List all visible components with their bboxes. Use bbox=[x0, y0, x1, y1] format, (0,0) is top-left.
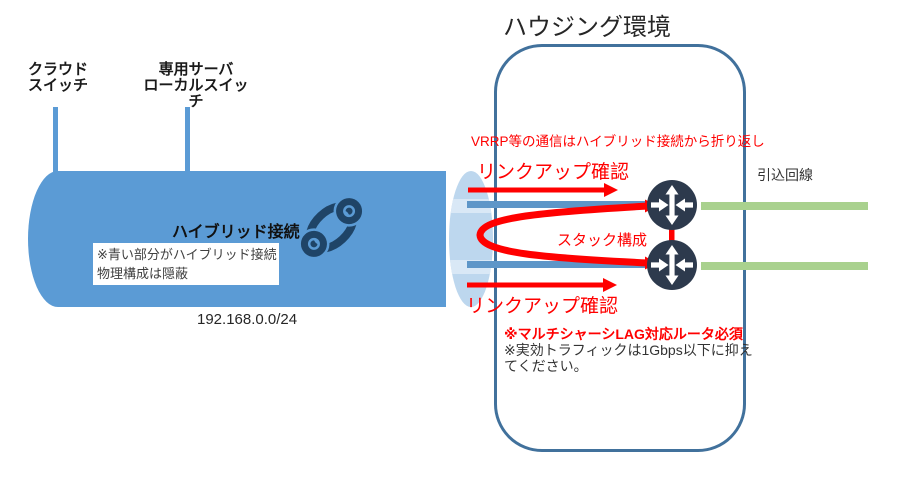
linkup-label-bottom: リンクアップ確認 bbox=[466, 296, 619, 317]
hybrid-connection-note-line2: 物理構成は隠蔽 bbox=[97, 266, 189, 281]
cloud-switch-label: クラウド スイッチ bbox=[28, 62, 88, 94]
hybrid-connection-note-line1: ※青い部分がハイブリッド接続 bbox=[97, 247, 277, 262]
traffic-note-line1: ※実効トラフィックは1Gbps以下に抑え bbox=[504, 342, 753, 358]
hybrid-connection-label: ハイブリッド接続 bbox=[172, 224, 300, 241]
lag-requirement-note: ※マルチシャーシLAG対応ルータ必須 bbox=[504, 326, 743, 342]
vrrp-note: VRRP等の通信はハイブリッド接続から折り返し bbox=[471, 134, 765, 149]
cloud-switch-label-line1: クラウド bbox=[28, 61, 89, 78]
hybrid-connection-pipe-endcap bbox=[449, 171, 493, 307]
linkup-label-top: リンクアップ確認 bbox=[477, 162, 630, 183]
dedicated-server-switch-label: 専用サーバ ローカルスイッチ bbox=[138, 62, 254, 110]
pipe-endcap-strip-bottom bbox=[449, 260, 493, 274]
subnet-label: 192.168.0.0/24 bbox=[197, 311, 298, 328]
housing-title: ハウジング環境 bbox=[503, 14, 671, 41]
chain-link-icon bbox=[298, 195, 365, 260]
dedicated-switch-stem bbox=[185, 107, 190, 173]
dedicated-server-switch-label-line2: ローカルスイッチ bbox=[143, 77, 249, 110]
cloud-switch-stem bbox=[53, 107, 58, 173]
lead-in-line-label: 引込回線 bbox=[757, 167, 813, 183]
router-requirement-notes: ※マルチシャーシLAG対応ルータ必須 ※実効トラフィックは1Gbps以下に抑え … bbox=[504, 326, 753, 374]
stack-configuration-label: スタック構成 bbox=[557, 232, 648, 249]
cloud-switch-label-line2: スイッチ bbox=[28, 77, 89, 94]
hybrid-connection-note: ※青い部分がハイブリッド接続 物理構成は隠蔽 bbox=[93, 243, 279, 285]
pipe-endcap-strip-top bbox=[449, 199, 493, 213]
dedicated-server-switch-label-line1: 専用サーバ bbox=[158, 61, 234, 78]
traffic-note-line2: てください。 bbox=[504, 358, 588, 374]
